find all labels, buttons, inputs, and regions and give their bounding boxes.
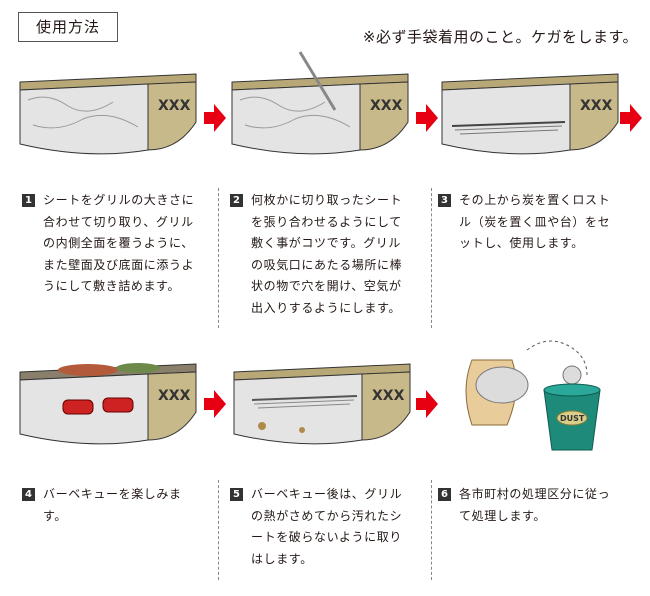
step-text: バーベキュー後は、グリル の熱がさめてから汚れたシ ートを破らないように取り は… xyxy=(251,487,403,566)
illustration-step-6: DUST xyxy=(452,330,622,460)
arrow-right-icon xyxy=(204,104,226,132)
step-4: 4 バーベキューを楽しみま す。 xyxy=(22,484,212,527)
illustration-step-3: XXX xyxy=(440,70,620,160)
step-number: 6 xyxy=(438,488,451,501)
step-number: 5 xyxy=(230,488,243,501)
step-number: 1 xyxy=(22,194,35,207)
step-text: シートをグリルの大きさに 合わせて切り取り、グリル の内側全面を覆うように、 ま… xyxy=(43,193,195,293)
grill-label: XXX xyxy=(580,98,613,114)
grill-label: XXX xyxy=(158,388,191,404)
step-number: 4 xyxy=(22,488,35,501)
step-text: その上から炭を置くロスト ル（炭を置く皿や台）をセ ットし、使用します。 xyxy=(459,193,611,250)
illustration-step-1: XXX xyxy=(18,70,198,160)
arrow-right-icon xyxy=(416,104,438,132)
arrow-right-icon xyxy=(204,390,226,418)
safety-warning: ※必ず手袋着用のこと。ケガをします。 xyxy=(362,28,638,46)
step-number: 2 xyxy=(230,194,243,207)
step-1: 1 シートをグリルの大きさに 合わせて切り取り、グリル の内側全面を覆うように、… xyxy=(22,190,212,298)
step-text: バーベキューを楽しみま す。 xyxy=(43,487,182,523)
illustration-step-2: XXX xyxy=(230,50,410,160)
grill-label: XXX xyxy=(158,98,191,114)
arrow-right-icon xyxy=(416,390,438,418)
arrow-right-icon xyxy=(620,104,642,132)
illustration-step-4: XXX xyxy=(18,360,198,450)
step-2: 2 何枚かに切り取ったシート を張り合わせるようにして 敷く事がコツです。グリル… xyxy=(230,190,425,319)
illustration-step-5: XXX xyxy=(232,360,412,450)
grill-label: XXX xyxy=(372,388,405,404)
step-3: 3 その上から炭を置くロスト ル（炭を置く皿や台）をセ ットし、使用します。 xyxy=(438,190,638,255)
page-title: 使用方法 xyxy=(18,12,118,42)
step-number: 3 xyxy=(438,194,451,207)
step-5: 5 バーベキュー後は、グリル の熱がさめてから汚れたシ ートを破らないように取り… xyxy=(230,484,425,570)
step-text: 何枚かに切り取ったシート を張り合わせるようにして 敷く事がコツです。グリル の… xyxy=(251,193,403,315)
divider xyxy=(431,188,432,328)
divider xyxy=(218,480,219,580)
grill-label: XXX xyxy=(370,98,403,114)
dust-bin-label: DUST xyxy=(560,414,585,423)
step-text: 各市町村の処理区分に従っ て処理します。 xyxy=(459,487,611,523)
divider xyxy=(218,188,219,328)
divider xyxy=(431,480,432,580)
step-6: 6 各市町村の処理区分に従っ て処理します。 xyxy=(438,484,638,527)
